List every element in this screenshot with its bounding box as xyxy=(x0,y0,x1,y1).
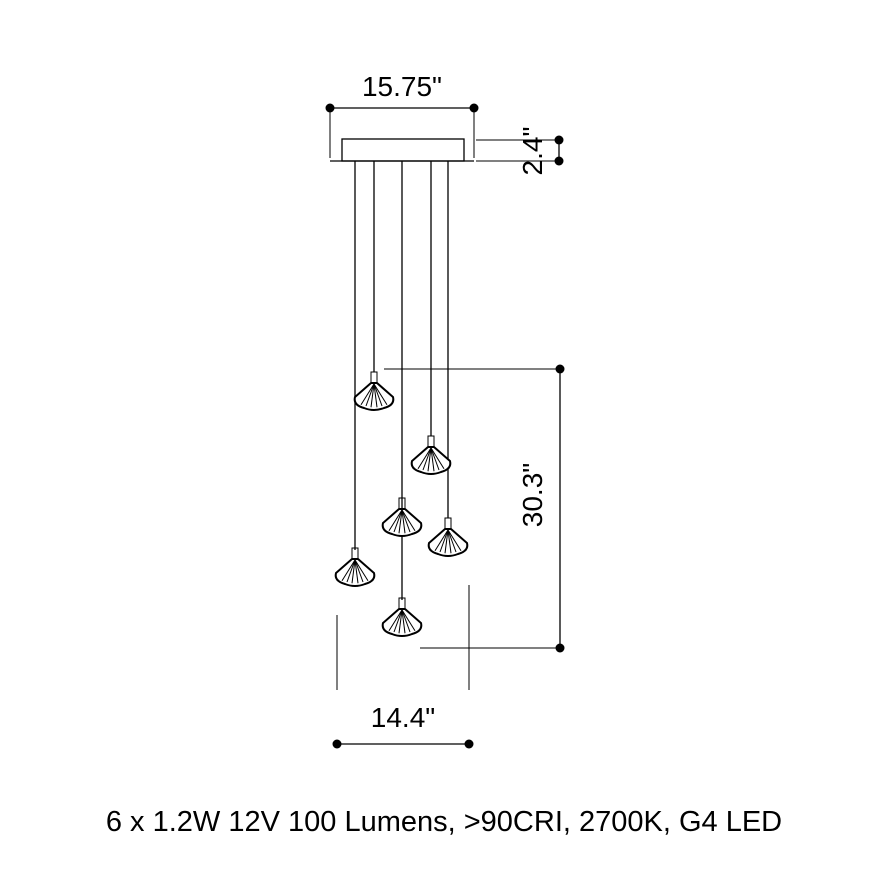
pendant-rib xyxy=(401,509,411,533)
pendant-rib xyxy=(373,383,378,408)
pendant-6 xyxy=(381,597,423,637)
pendant-shade xyxy=(427,528,469,557)
pendant-rib xyxy=(373,383,388,406)
cluster-width-dim-end-right xyxy=(464,739,474,749)
canopy-height-label: 2.4" xyxy=(517,127,548,176)
canopy-height-dim-end-bottom xyxy=(554,156,564,166)
cluster-width-dimension: 14.4" xyxy=(332,585,474,749)
canopy xyxy=(330,138,474,162)
pendant-rib xyxy=(427,447,432,472)
pendant-rib xyxy=(346,559,356,583)
canopy-width-dim-end-right xyxy=(469,103,479,113)
canopy-height-dimension: 2.4" xyxy=(476,127,564,176)
drop-length-label: 30.3" xyxy=(517,463,548,527)
pendant-3 xyxy=(381,497,423,537)
pendant-rib xyxy=(354,559,364,583)
pendant-rib xyxy=(393,509,403,533)
pendant-rib xyxy=(401,609,416,632)
pendant-shade xyxy=(381,608,423,637)
cluster-width-dim-end-left xyxy=(332,739,342,749)
pendant-2 xyxy=(410,435,452,475)
pendant-rib xyxy=(401,609,406,634)
pendant-rib xyxy=(439,529,449,553)
pendant-rib xyxy=(430,447,435,472)
pendant-1 xyxy=(353,371,395,411)
pendant-rib xyxy=(354,559,359,584)
pendant-rib xyxy=(444,529,449,554)
pendant-rib xyxy=(373,383,383,407)
pendant-rib xyxy=(354,559,369,582)
pendant-rib xyxy=(447,529,457,553)
pendant-rib xyxy=(430,447,440,471)
pendant-rib xyxy=(370,383,375,408)
pendant-rib xyxy=(393,609,403,633)
specification-text: 6 x 1.2W 12V 100 Lumens, >90CRI, 2700K, … xyxy=(106,806,782,838)
pendant-rib xyxy=(417,447,432,470)
pendant-socket xyxy=(427,435,435,448)
cluster-width-label: 14.4" xyxy=(371,702,435,733)
canopy-width-dimension: 15.75" xyxy=(325,71,479,158)
pendant-rib xyxy=(447,529,452,554)
pendant-rib xyxy=(401,509,406,534)
pendant-rib xyxy=(398,509,403,534)
pendant-rib xyxy=(430,447,445,470)
drop-length-dim-end-top xyxy=(555,364,565,374)
pendant-4 xyxy=(427,517,469,557)
canopy-width-label: 15.75" xyxy=(362,71,442,102)
canopy-body xyxy=(341,138,465,162)
drop-length-dimension: 30.3" xyxy=(384,364,565,653)
pendant-shade xyxy=(353,382,395,411)
drop-length-dim-end-bottom xyxy=(555,643,565,653)
pendant-rib xyxy=(422,447,432,471)
pendant-rib xyxy=(365,383,375,407)
pendant-rib xyxy=(388,509,403,532)
pendant-rib xyxy=(398,609,403,634)
canopy-width-dim-end-left xyxy=(325,103,335,113)
pendant-rib xyxy=(351,559,356,584)
pendant-shade xyxy=(334,558,376,587)
pendant-rib xyxy=(401,609,411,633)
pendant-socket xyxy=(444,517,452,530)
pendant-rib xyxy=(401,509,416,532)
pendant-rib xyxy=(341,559,356,582)
pendant-rib xyxy=(434,529,449,552)
pendant-shade xyxy=(381,508,423,537)
pendant-5 xyxy=(334,547,376,587)
pendant-rib xyxy=(360,383,375,406)
canopy-height-dim-end-top xyxy=(554,135,564,145)
pendant-rib xyxy=(447,529,462,552)
pendant-group xyxy=(334,371,469,637)
pendant-socket xyxy=(370,371,378,384)
pendant-shade xyxy=(410,446,452,475)
pendant-rib xyxy=(388,609,403,632)
